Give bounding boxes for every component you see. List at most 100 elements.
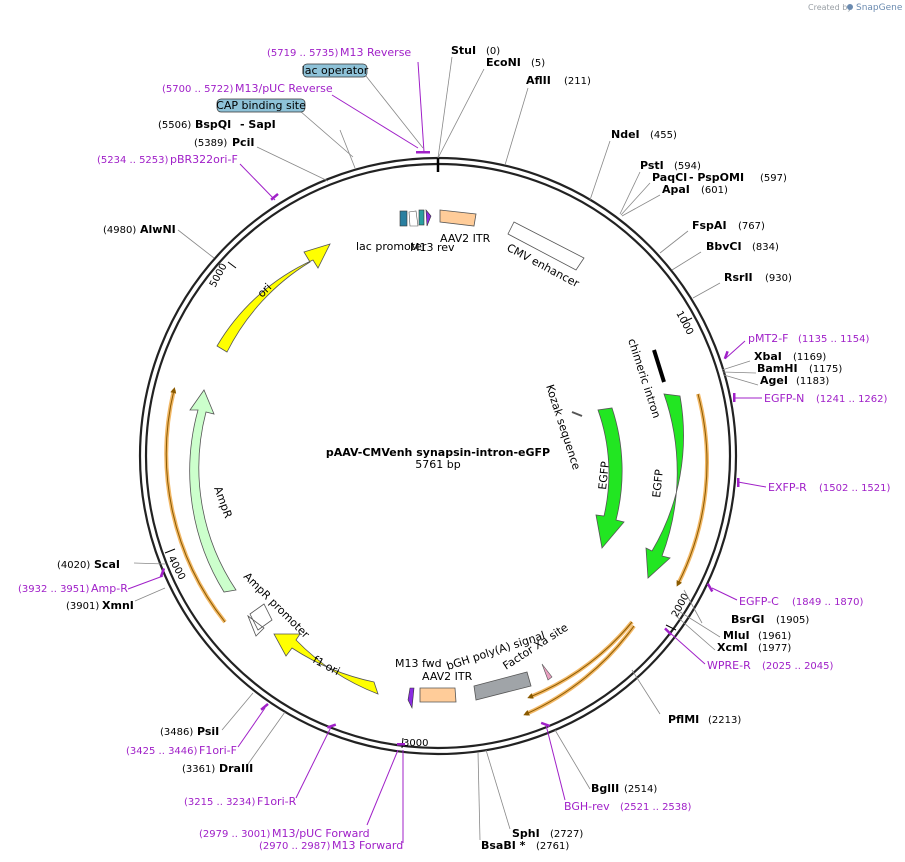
enzyme-position: (211) <box>564 76 591 87</box>
enzyme-position: (1905) <box>776 615 809 626</box>
enzyme-name: DraIII <box>219 762 253 775</box>
m13-fwd-label: M13 fwd <box>395 657 442 670</box>
primer-name: BGH-rev <box>564 800 610 813</box>
primer-mark <box>540 721 551 728</box>
enzyme-name: XcmI <box>717 641 748 654</box>
enzyme-name: FspAI <box>692 219 727 232</box>
enzyme-name: ScaI <box>94 558 120 571</box>
enzyme-position: (5389) <box>194 138 227 149</box>
primer-name: EXFP-R <box>768 481 807 494</box>
primer-mark <box>723 350 729 360</box>
plasmid-name: pAAV-CMVenh synapsin-intron-eGFP <box>326 446 550 459</box>
enzyme-position: (597) <box>760 173 787 184</box>
primer-range: (1849 .. 1870) <box>792 597 864 608</box>
enzyme-name: BglII <box>591 782 619 795</box>
cap-binding-site-box <box>216 98 306 113</box>
ampr-promoter-feature <box>247 603 273 637</box>
enzyme-name: StuI <box>451 44 476 57</box>
aav2-itr-top-label: AAV2 ITR <box>440 232 491 245</box>
enzyme-name: BsrGI <box>731 613 764 626</box>
enzyme-name: PsiI <box>197 725 219 738</box>
enzyme-position: (594) <box>674 161 701 172</box>
enzyme-position: (2213) <box>708 715 741 726</box>
enzyme-labels: StuI (0) EcoNI (5) AflII (211) NdeI (455… <box>57 44 842 852</box>
enzyme-position: (1183) <box>796 376 829 387</box>
aav2-itr-bottom-label: AAV2 ITR <box>422 670 473 683</box>
primer-mark <box>326 723 337 729</box>
primer-labels: (5719 .. 5735) M13 Reverse (5700 .. 5722… <box>18 46 891 852</box>
snapgene-brand: SnapGene <box>856 3 903 13</box>
orf-arrow-line <box>523 625 635 716</box>
m13-rev-label: M13 rev <box>410 241 455 254</box>
primer-mark <box>737 478 740 487</box>
primer-range: (5234 .. 5253) <box>97 155 169 166</box>
ampr-label: AmpR <box>211 485 235 521</box>
plasmid-size: 5761 bp <box>415 458 460 471</box>
enzyme-position: (2727) <box>550 829 583 840</box>
primer-name: F1ori-F <box>199 744 237 757</box>
enzyme-name: BspQI <box>195 118 231 131</box>
primer-range: (3215 .. 3234) <box>184 797 256 808</box>
primer-mark <box>260 703 269 711</box>
enzyme-name: NdeI <box>611 128 640 141</box>
cmv-enhancer-feature <box>507 221 585 271</box>
enzyme-name-pair: - PspOMI <box>689 171 744 184</box>
primer-mark <box>159 567 166 578</box>
primer-name: M13 Reverse <box>340 46 411 59</box>
enzyme-position: (1977) <box>758 643 791 654</box>
m13-rev-feature <box>425 209 432 227</box>
enzyme-position: (767) <box>738 221 765 232</box>
lac-operator-label: lac operator <box>302 64 369 77</box>
ori-feature <box>216 243 331 353</box>
primer-range: (1135 .. 1154) <box>798 334 870 345</box>
enzyme-name: MluI <box>723 629 750 642</box>
primer-name: pBR322ori-F <box>170 153 238 166</box>
boxed-leaders <box>299 75 424 158</box>
enzyme-name: BbvCI <box>706 240 742 253</box>
enzyme-name: AflII <box>526 74 551 87</box>
lac-promoter-label: lac promoter <box>356 240 427 253</box>
enzyme-name: PflMI <box>668 713 699 726</box>
bgh-polya-feature <box>473 671 532 701</box>
primer-mark <box>270 193 279 201</box>
primer-range: (5700 .. 5722) <box>162 84 234 95</box>
primer-leaders <box>127 61 767 843</box>
enzyme-name: XmnI <box>102 599 134 612</box>
enzyme-name: AgeI <box>760 374 788 387</box>
ampr-promoter-label: AmpR promoter <box>241 570 312 641</box>
egfp-outer-feature <box>645 393 684 579</box>
primer-name: M13/pUC Reverse <box>235 82 333 95</box>
orf-arrow-line <box>165 387 226 623</box>
enzyme-name: PstI <box>640 159 664 172</box>
egfp-inner-feature <box>595 407 625 549</box>
primer-mark <box>664 627 673 636</box>
enzyme-position: (3486) <box>160 727 193 738</box>
lac-promoter-feature <box>408 210 419 227</box>
primer-mark <box>733 393 736 402</box>
lac-operator-box <box>302 63 368 78</box>
primer-name: M13/pUC Forward <box>272 827 370 840</box>
enzyme-position: (834) <box>752 242 779 253</box>
enzyme-name: EcoNI <box>486 56 521 69</box>
snapgene-logo-icon <box>847 4 853 10</box>
enzyme-name: PaqCI <box>652 171 687 184</box>
enzyme-position: (3901) <box>66 601 99 612</box>
ruler-label-3000: 3000 <box>403 738 428 749</box>
enzyme-position: (1961) <box>758 631 791 642</box>
orf-arrow-line <box>527 621 633 699</box>
egfp-inner-label: EGFP <box>596 460 612 490</box>
enzyme-name: BsaBI * <box>481 839 526 852</box>
enzyme-name: ApaI <box>662 183 690 196</box>
primer-mark <box>706 583 714 593</box>
enzyme-position: (4980) <box>103 225 136 236</box>
enzyme-name: XbaI <box>754 350 782 363</box>
primer-name: F1ori-R <box>257 795 297 808</box>
ruler-tick <box>227 261 237 269</box>
enzyme-position: (930) <box>765 273 792 284</box>
enzyme-name: AlwNI <box>140 223 176 236</box>
f1-ori-feature <box>273 633 379 695</box>
enzyme-position: (455) <box>650 130 677 141</box>
primer-mark <box>397 743 405 746</box>
cap-binding-site-label: CAP binding site <box>216 99 306 112</box>
